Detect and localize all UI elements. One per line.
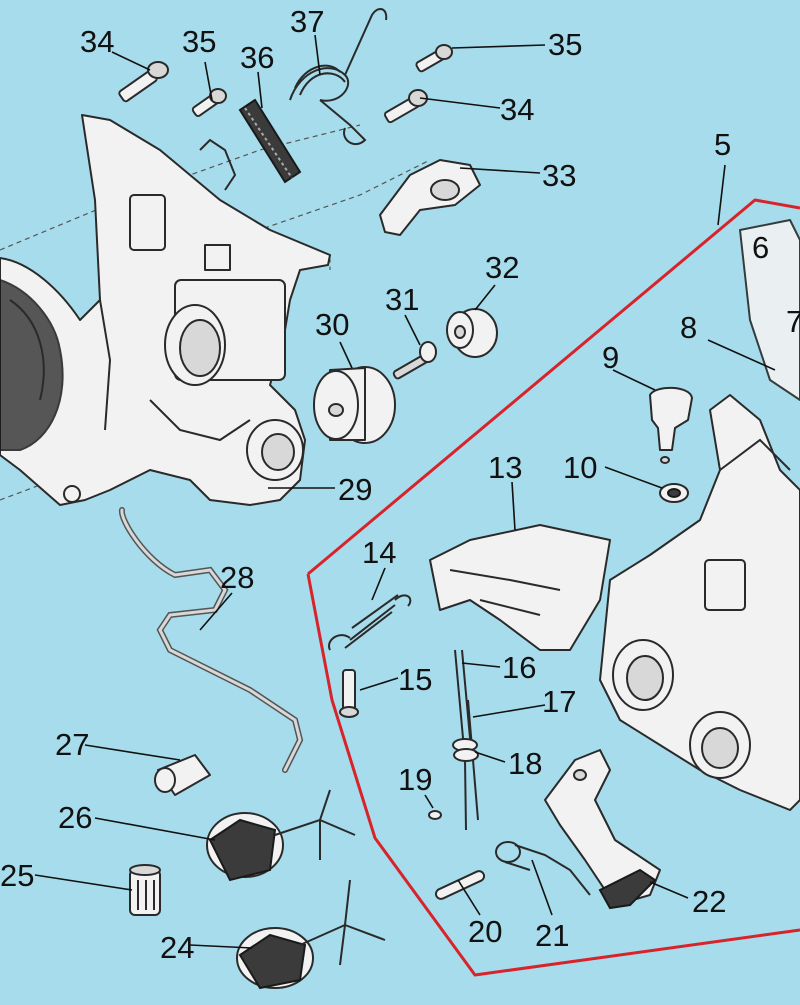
callout-10: 10 [563,450,597,485]
callout-14: 14 [362,535,396,570]
callout-7: 7 [786,304,800,339]
part-21-spring [495,841,591,896]
callout-24: 24 [160,930,194,965]
callout-5: 5 [714,127,731,162]
part-26-cap [206,789,356,882]
part-16-17-18-lines [452,649,479,831]
callout-31: 31 [385,282,419,317]
part-35-screw-left [191,88,227,117]
part-5-crankcase [599,219,800,811]
part-9-plug [649,386,693,464]
callout-26: 26 [58,800,92,835]
part-33-lever [379,159,481,236]
callout-17: 17 [542,684,576,719]
part-34-screw-right [384,89,428,124]
callout-16: 16 [502,650,536,685]
callout-32: 32 [485,250,519,285]
callout-21: 21 [535,918,569,953]
callout-15: 15 [398,662,432,697]
callout-35b: 35 [548,27,582,62]
callout-27: 27 [55,727,89,762]
callout-6: 6 [752,230,769,265]
assembly-boundary-line [306,198,800,977]
callout-34a: 34 [80,24,114,59]
callout-36: 36 [240,40,274,75]
callout-33: 33 [542,158,576,193]
part-35-screw-right [415,44,453,73]
part-28-rod [118,507,304,773]
callout-8: 8 [680,310,697,345]
part-31-screw [392,341,437,380]
callout-28: 28 [220,560,254,595]
callout-13: 13 [488,450,522,485]
part-29-rear-handle-housing [0,114,331,506]
part-13-cover [429,524,611,651]
callout-19: 19 [398,762,432,797]
part-34-screw-left [118,61,169,103]
part-37-torsion-spring [289,8,388,146]
part-22-bracket [544,749,661,910]
callout-29: 29 [338,472,372,507]
callout-18: 18 [508,746,542,781]
part-15-screw [339,669,359,718]
callout-37: 37 [290,4,324,39]
callout-22: 22 [692,884,726,919]
leader-lines [34,34,776,949]
part-10-grommet [659,483,689,503]
callout-34b: 34 [500,92,534,127]
part-20-pin [434,870,486,900]
callout-35a: 35 [182,24,216,59]
part-32-bushing [446,308,498,358]
part-25-filter [129,864,161,916]
callout-25: 25 [0,858,34,893]
callout-20: 20 [468,914,502,949]
callout-30: 30 [315,307,349,342]
part-19-clip [428,810,442,820]
part-14-spring [328,594,412,651]
part-36-spring [238,98,302,184]
part-27-sleeve [154,754,211,796]
callout-9: 9 [602,340,619,375]
callout-labels: 34 35 36 37 35 34 33 5 6 32 31 30 8 7 9 … [0,4,800,965]
part-30-anti-vibration-buffer [313,366,396,444]
part-24-cap [236,879,386,990]
